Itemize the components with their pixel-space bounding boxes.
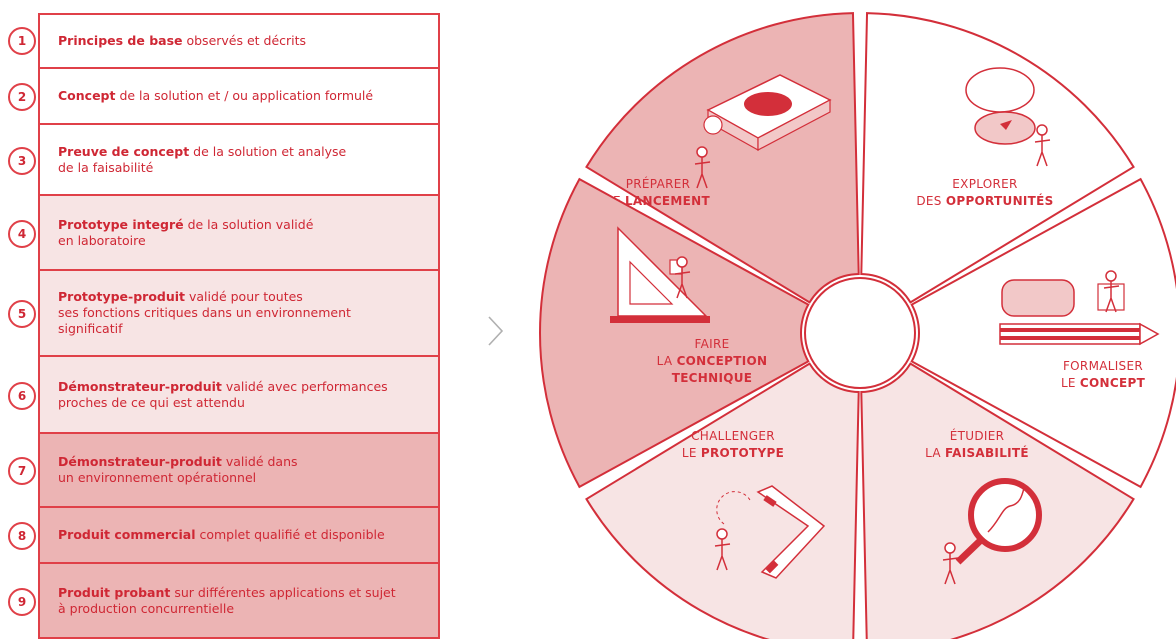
trl-level-4: Prototype integré de la solution validé … (38, 196, 440, 271)
trl-level-number: 2 (8, 83, 36, 111)
trl-level-title: Démonstrateur-produit (58, 454, 222, 469)
trl-level-description: Produit probant sur différentes applicat… (58, 585, 396, 617)
trl-level-title: Démonstrateur-produit (58, 378, 222, 394)
wheel-segment-faire (539, 177, 810, 489)
pencil-eraser-icon (999, 270, 1160, 346)
trl-level-text: observés et décrits (182, 33, 307, 48)
trl-level-description: Concept de la solution et / ou applicati… (58, 88, 373, 104)
wheel-segment-challenger (585, 362, 860, 639)
wheel-hub (804, 277, 916, 389)
trl-level-description: Démonstrateur-produit validé avec perfor… (58, 379, 388, 411)
trl-level-6: Démonstrateur-produit validé avec perfor… (38, 357, 440, 434)
compass-icon (965, 67, 1051, 167)
trl-level-description: Prototype integré de la solution validé … (58, 217, 313, 249)
trl-level-text: de la solution et analyse de la faisabil… (58, 143, 347, 175)
trl-level-description: Principes de base observés et décrits (58, 33, 306, 49)
trl-level-number: 1 (8, 27, 36, 55)
trl-level-text: validé avec performances proches de ce q… (58, 378, 388, 410)
trl-level-number: 9 (8, 587, 36, 616)
trl-level-number: 7 (8, 457, 36, 485)
trl-level-number: 3 (8, 146, 36, 175)
trl-level-number: 4 (8, 219, 36, 248)
trl-level-text: validé dans un environnement opérationne… (58, 454, 298, 485)
trl-level-text: sur différentes applications et sujet à … (58, 584, 396, 616)
trl-level-number: 6 (8, 381, 36, 410)
trl-level-title: Principes de base (58, 33, 183, 48)
trl-level-text: validé pour toutes ses fonctions critiqu… (58, 289, 351, 336)
trl-level-text: complet qualifié et disponible (195, 527, 385, 542)
trl-level-9: Produit probant sur différentes applicat… (38, 564, 440, 639)
trl-level-title: Produit probant (58, 584, 171, 600)
trl-level-description: Preuve de concept de la solution et anal… (58, 144, 346, 176)
wheel-segment-explorer (860, 12, 1135, 304)
trl-level-title: Produit commercial (58, 527, 196, 542)
trl-level-title: Prototype-produit (58, 289, 186, 304)
trl-level-number: 8 (8, 522, 36, 550)
trl-level-description: Prototype-produit validé pour toutes ses… (58, 289, 351, 337)
boomerang-icon (714, 485, 826, 579)
trl-level-text: de la solution et / ou application formu… (115, 88, 374, 103)
trl-level-description: Produit commercial complet qualifié et d… (58, 527, 385, 543)
trl-level-3: Preuve de concept de la solution et anal… (38, 125, 440, 196)
trl-level-7: Démonstrateur-produit validé dans un env… (38, 434, 440, 508)
wheel-label-preparer: PRÉPARERLE LANCEMENT (606, 176, 711, 208)
trl-level-description: Démonstrateur-produit validé dans un env… (58, 454, 298, 486)
magnifier-icon (942, 478, 1042, 585)
trl-level-8: Produit commercial complet qualifié et d… (38, 508, 440, 564)
trl-level-2: Concept de la solution et / ou applicati… (38, 69, 440, 125)
trl-level-text: de la solution validé en laboratoire (58, 216, 314, 248)
trl-level-1: Principes de base observés et décrits (38, 13, 440, 69)
trl-level-title: Prototype integré (58, 216, 184, 232)
trl-level-title: Preuve de concept (58, 143, 190, 159)
trl-level-title: Concept (58, 88, 116, 103)
launch-button-icon (694, 74, 832, 189)
set-square-icon (610, 226, 710, 323)
trl-level-5: Prototype-produit validé pour toutes ses… (38, 271, 440, 357)
chevron-right-icon (488, 316, 504, 346)
trl-level-number: 5 (8, 300, 36, 328)
